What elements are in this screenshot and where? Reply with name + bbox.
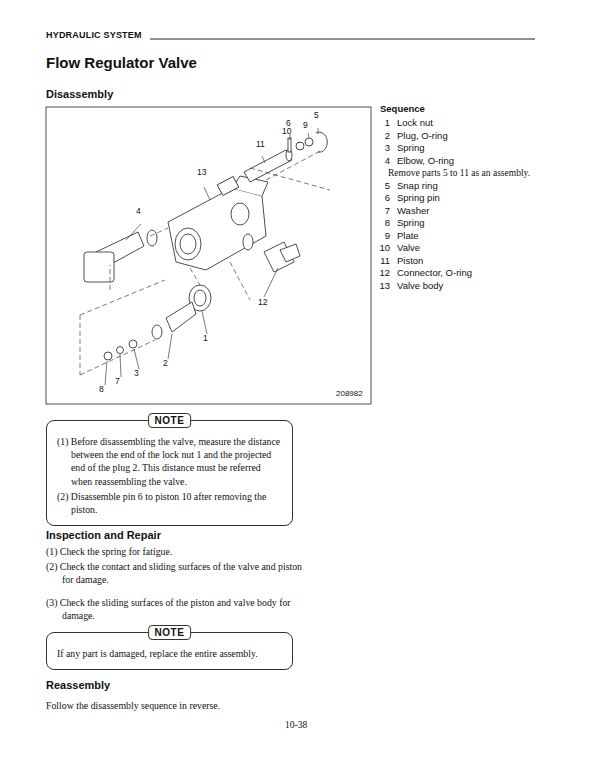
item-number: 4 bbox=[376, 156, 390, 167]
page-number: 10-38 bbox=[285, 720, 307, 731]
callout-number: 2 bbox=[163, 359, 168, 369]
item-name: Spring bbox=[397, 143, 424, 154]
callout-number: 11 bbox=[256, 140, 265, 150]
item-name: Valve bbox=[397, 243, 420, 254]
inspection-item: (2) Check the contact and sliding surfac… bbox=[46, 560, 314, 586]
item-name: Washer bbox=[397, 206, 429, 217]
item-number: 3 bbox=[376, 143, 390, 154]
axis-lines bbox=[80, 150, 330, 375]
callout-number: 5 bbox=[314, 111, 319, 121]
body-text: Follow the disassembly sequence in rever… bbox=[46, 700, 220, 711]
callout-number: 4 bbox=[136, 207, 141, 217]
item-number: 10 bbox=[376, 243, 390, 254]
item-name: Piston bbox=[397, 256, 423, 267]
note-text: (2) Disassemble pin 6 to piston 10 after… bbox=[57, 490, 284, 516]
subheading: Reassembly bbox=[46, 679, 110, 692]
callout-number: 8 bbox=[99, 385, 104, 395]
item-number: 12 bbox=[376, 268, 390, 279]
item-name: Spring pin bbox=[397, 193, 440, 204]
item-number: 13 bbox=[376, 281, 390, 292]
subheading: Disassembly bbox=[46, 88, 113, 101]
callout-number: 1 bbox=[203, 334, 208, 344]
item-number: 9 bbox=[376, 231, 390, 242]
note-text: If any part is damaged, replace the enti… bbox=[57, 647, 284, 660]
callout-number: 7 bbox=[115, 377, 120, 387]
item-number: 11 bbox=[376, 256, 390, 267]
item-number: 7 bbox=[376, 206, 390, 217]
item-name: Spring bbox=[397, 218, 424, 229]
item-name: Lock nut bbox=[397, 118, 433, 129]
item-name: Valve body bbox=[397, 281, 443, 292]
piston-assembly bbox=[244, 132, 327, 182]
list-heading: Sequence bbox=[380, 104, 425, 115]
item-number: 2 bbox=[376, 131, 390, 142]
section-header: HYDRAULIC SYSTEM bbox=[46, 30, 142, 40]
figure-number: 208982 bbox=[336, 389, 363, 398]
note-box: NOTEIf any part is damaged, replace the … bbox=[46, 632, 293, 670]
item-name: Elbow, O-ring bbox=[397, 156, 454, 167]
leader-lines bbox=[105, 128, 318, 385]
item-number: 5 bbox=[376, 181, 390, 192]
note-text: (1) Before disassembling the valve, meas… bbox=[57, 435, 284, 488]
callout-number: 12 bbox=[258, 298, 267, 308]
item-name: Plug, O-ring bbox=[397, 131, 448, 142]
item-number: 1 bbox=[376, 118, 390, 129]
item-name: Connector, O-ring bbox=[397, 268, 472, 279]
item-number: 6 bbox=[376, 193, 390, 204]
callout-number: 10 bbox=[282, 127, 291, 137]
inspection-item: (1) Check the spring for fatigue. bbox=[46, 545, 314, 558]
header-rule bbox=[150, 38, 535, 39]
page-title: Flow Regulator Valve bbox=[46, 54, 197, 71]
valve-body bbox=[168, 176, 268, 270]
note-heading: NOTE bbox=[148, 625, 192, 640]
callout-number: 3 bbox=[134, 369, 139, 379]
subheading: Inspection and Repair bbox=[46, 529, 161, 542]
callout-number: 13 bbox=[197, 168, 206, 178]
note-heading: NOTE bbox=[148, 413, 192, 428]
plug-lock-nut bbox=[104, 285, 211, 360]
inspection-item: (3) Check the sliding surfaces of the pi… bbox=[46, 596, 314, 622]
item-name: Snap ring bbox=[397, 181, 438, 192]
list-note: Remove parts 5 to 11 as an assembly. bbox=[388, 168, 530, 179]
item-name: Plate bbox=[397, 231, 419, 242]
callout-number: 9 bbox=[303, 121, 308, 131]
elbow bbox=[84, 230, 157, 282]
item-number: 8 bbox=[376, 218, 390, 229]
figure-frame bbox=[46, 107, 371, 404]
connector bbox=[243, 234, 300, 272]
note-box: NOTE(1) Before disassembling the valve, … bbox=[46, 420, 293, 526]
